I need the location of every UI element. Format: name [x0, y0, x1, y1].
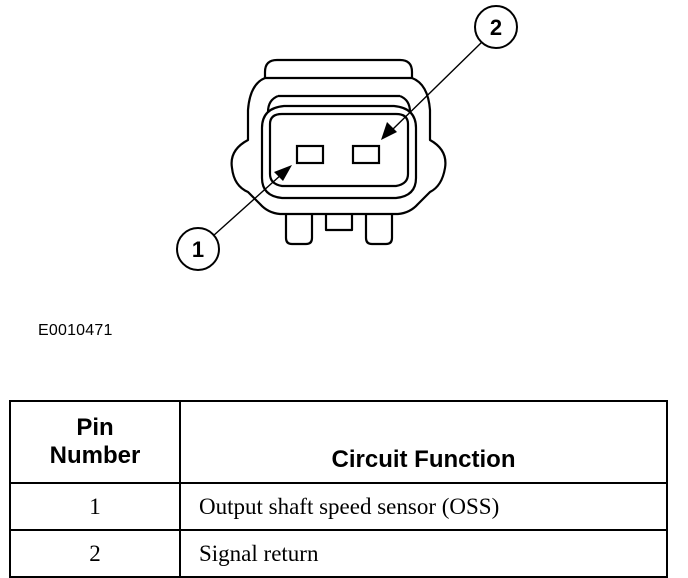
callout-2: 2 — [474, 5, 518, 49]
callout-1: 1 — [176, 227, 220, 271]
header-pin-line1: Pin — [76, 414, 114, 441]
table-row: 2 Signal return — [9, 529, 668, 578]
header-circuit-function: Circuit Function — [179, 400, 668, 484]
callout-2-leader — [391, 41, 483, 131]
header-pin-number: Pin Number — [9, 400, 181, 484]
table-row: 1 Output shaft speed sensor (OSS) — [9, 482, 668, 531]
pin-2-terminal — [351, 144, 381, 165]
table-header-row: Pin Number Circuit Function — [9, 400, 668, 484]
callout-1-arrowhead — [274, 165, 292, 181]
figure-id: E0010471 — [38, 322, 113, 339]
connector-latch-lines — [265, 76, 412, 113]
connector-bottom-feet — [284, 214, 394, 246]
header-pin-line2: Number — [49, 442, 141, 469]
pin-function-table: Pin Number Circuit Function 1 Output sha… — [9, 400, 668, 578]
callout-2-arrowhead — [381, 122, 397, 140]
connector-inner-face — [268, 112, 410, 188]
pin-1-terminal — [295, 144, 325, 165]
callout-1-leader — [212, 173, 283, 237]
row-1-function: Output shaft speed sensor (OSS) — [179, 482, 668, 531]
callout-1-label: 1 — [192, 237, 204, 262]
connector-inner-recess — [260, 104, 418, 200]
callout-2-label: 2 — [490, 15, 502, 40]
connector-outer-housing — [230, 58, 447, 216]
row-1-pin: 1 — [9, 482, 181, 531]
connector-diagram: 1 2 — [176, 5, 518, 271]
